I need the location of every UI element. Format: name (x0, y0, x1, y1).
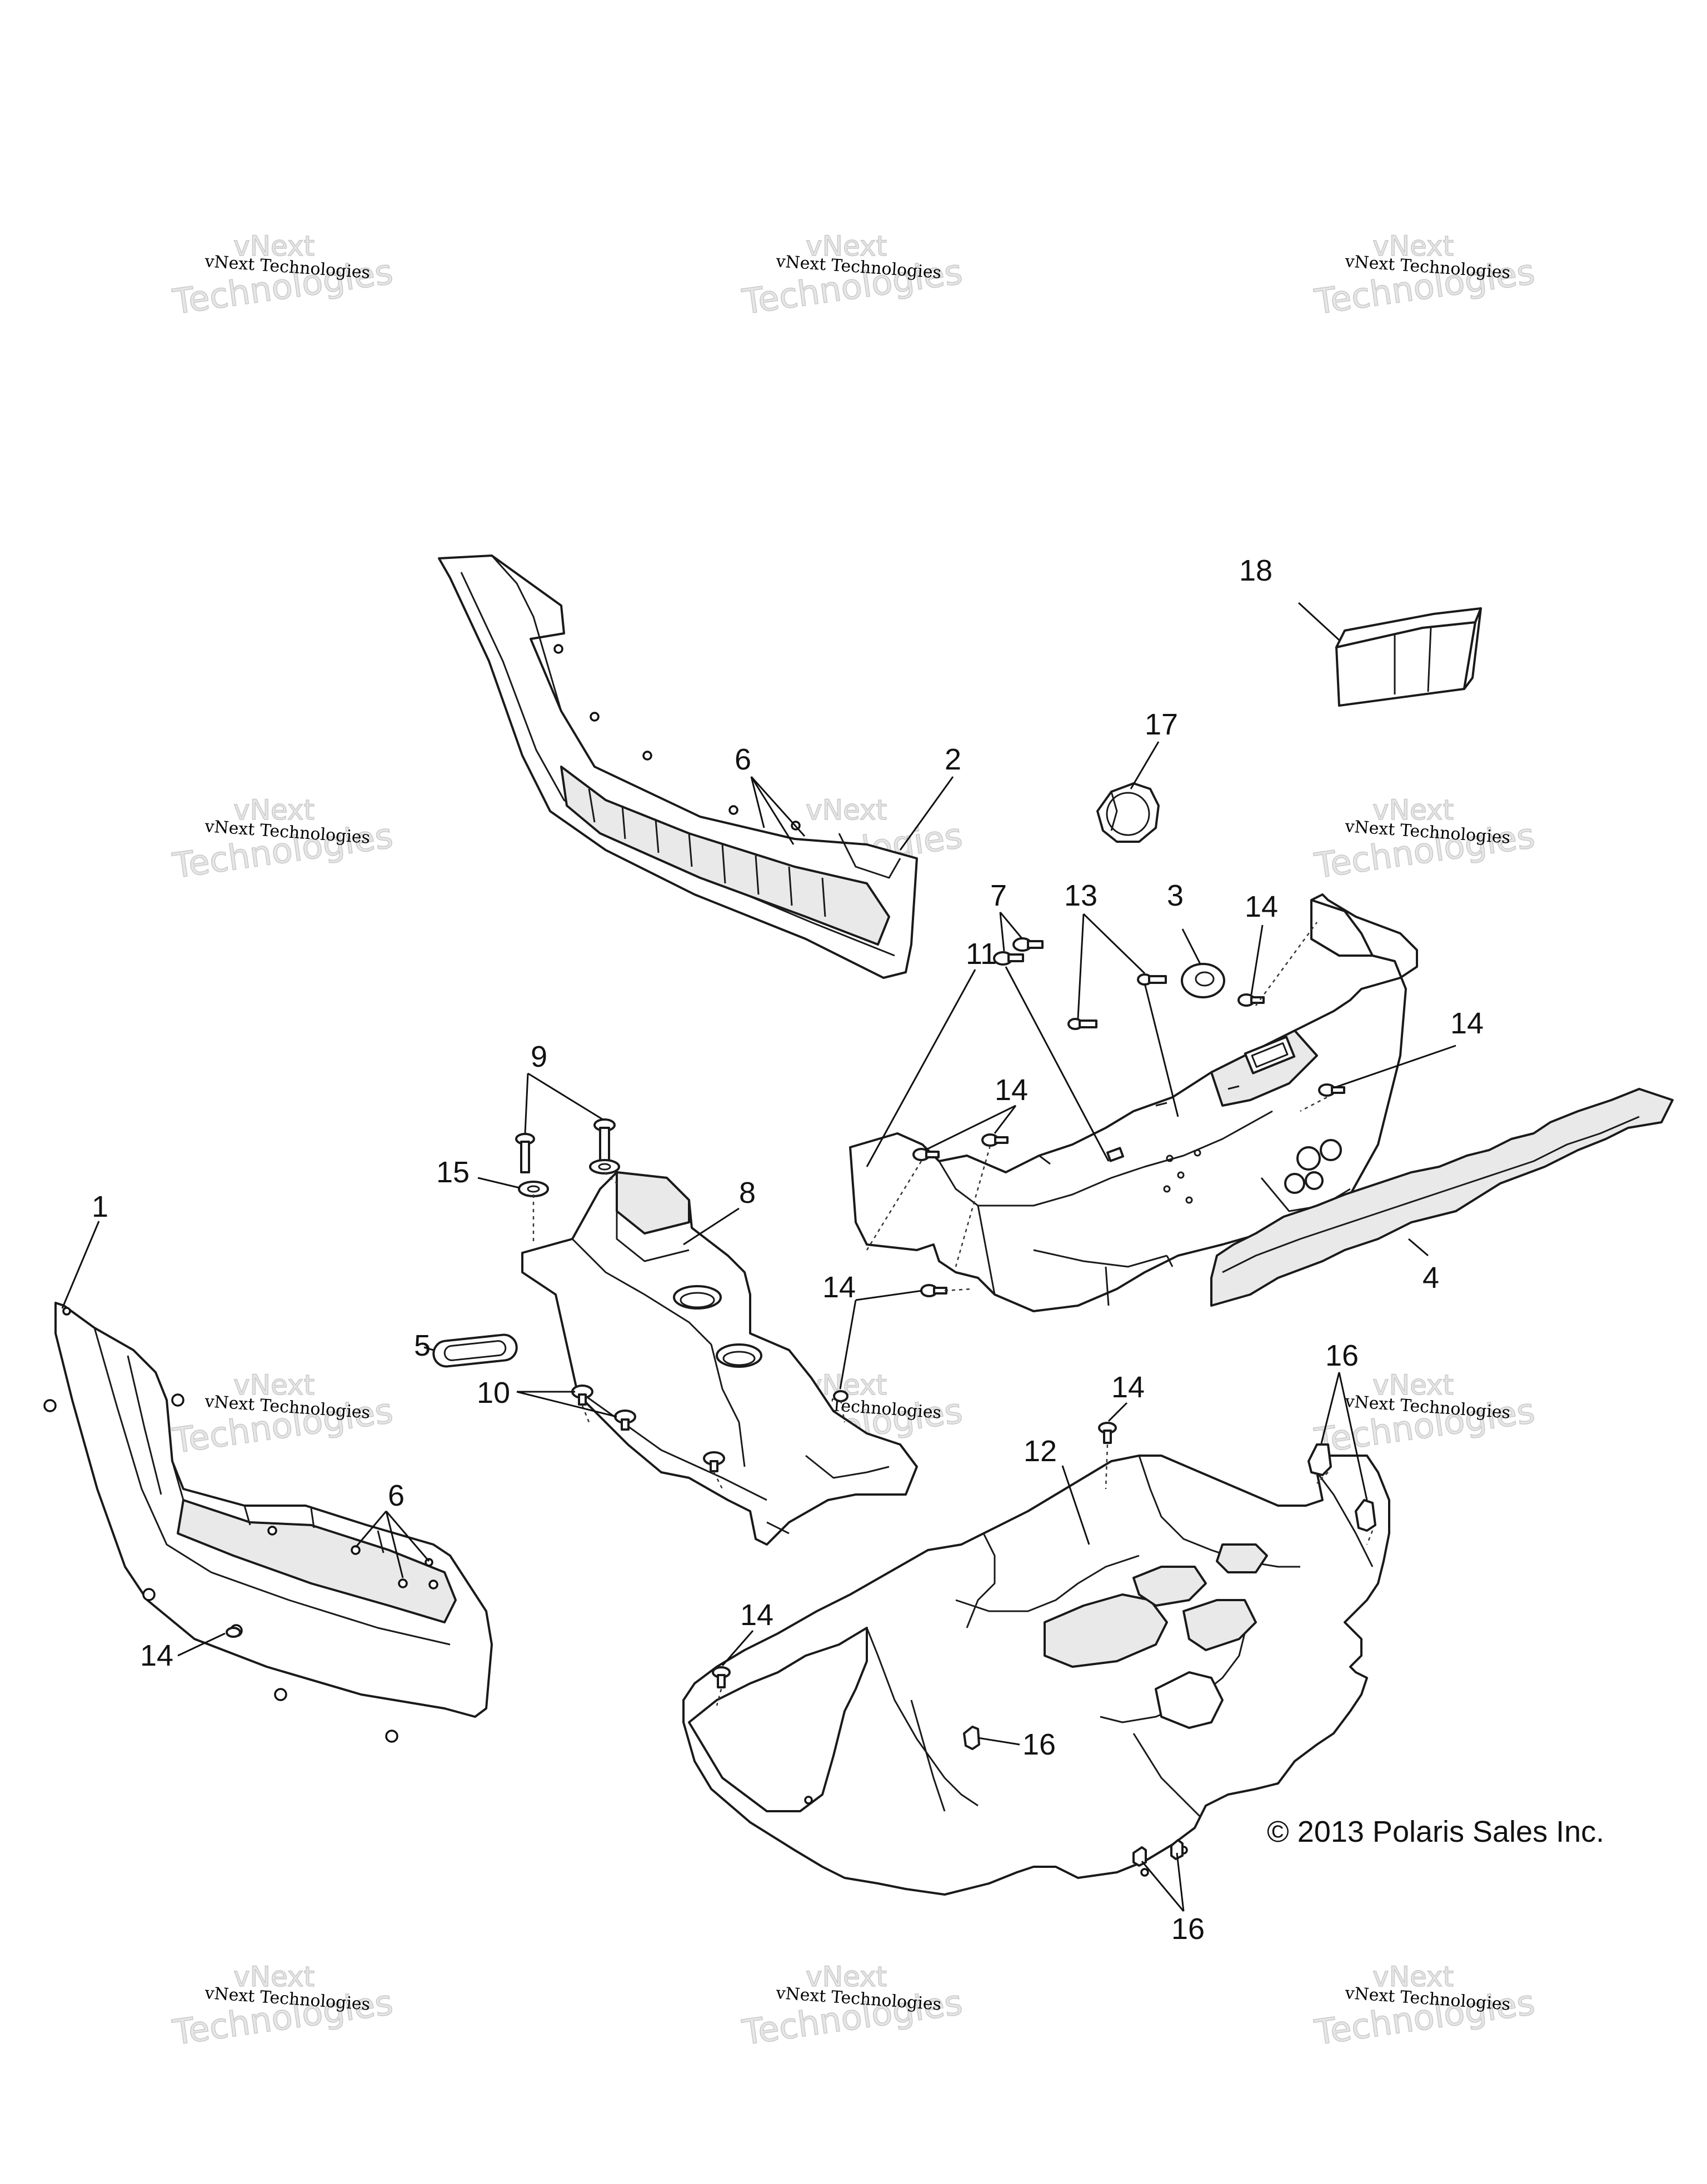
part-18-insulation-block (1335, 607, 1482, 707)
callout-7: 7 (990, 879, 1007, 912)
part-3-spacer (1181, 963, 1225, 998)
svg-text:vNext: vNext (233, 230, 315, 262)
callout-13: 13 (1064, 879, 1097, 912)
callout-14e: 14 (1111, 1371, 1145, 1404)
watermark-bottom-right: vNext Technologies vNext Technologies (1311, 1960, 1538, 2053)
callout-14d: 14 (822, 1271, 856, 1304)
watermark-top-center: vNext Technologies vNext Technologies (739, 229, 965, 322)
watermark-top-right: vNext Technologies vNext Technologies (1311, 229, 1538, 322)
watermark-mid-right: vNext Technologies vNext Technologies (1311, 793, 1538, 886)
svg-text:vNext: vNext (806, 794, 887, 826)
part-9-screws (515, 1118, 620, 1175)
callout-14f: 14 (740, 1598, 773, 1632)
callout-15: 15 (436, 1156, 470, 1189)
watermark-top-left: vNext Technologies vNext Technologies (169, 229, 396, 322)
svg-text:vNext: vNext (233, 794, 315, 826)
watermark-bottom-left: vNext Technologies vNext Technologies (169, 1960, 396, 2053)
svg-text:vNext: vNext (233, 1961, 315, 1993)
part-1-fasteners (43, 1393, 398, 1743)
part-5-gasket (432, 1333, 518, 1368)
leader-lines (61, 602, 1456, 1912)
svg-text:vNext: vNext (233, 1369, 315, 1401)
callout-11: 11 (966, 937, 997, 971)
svg-text:vNext: vNext (806, 1961, 887, 1993)
part-1-rocker-panel-left (54, 1302, 493, 1718)
callout-4: 4 (1422, 1261, 1439, 1295)
callout-16a: 16 (1325, 1339, 1359, 1372)
part-10-push-rivets (571, 1385, 725, 1472)
part-12-floor-pan (682, 1455, 1390, 1896)
part-2-rocker-panel-right (438, 554, 918, 979)
part-17-clamp (1096, 782, 1160, 843)
svg-text:vNext: vNext (1372, 1369, 1454, 1401)
watermark-lower-right: vNext Technologies vNext Technologies (1311, 1368, 1538, 1461)
part-4-heat-shield (1210, 1088, 1674, 1307)
callout-18: 18 (1239, 554, 1272, 587)
svg-text:vNext: vNext (1372, 1961, 1454, 1993)
copyright-notice: © 2013 Polaris Sales Inc. (1267, 1815, 1604, 1848)
callout-1: 1 (92, 1190, 108, 1223)
callout-10: 10 (477, 1376, 510, 1410)
part-14-fasteners (226, 993, 1345, 1688)
callout-6a: 6 (735, 743, 751, 776)
callout-14a: 14 (1245, 890, 1278, 923)
callout-16c: 16 (1171, 1912, 1205, 1946)
part-11-firewall-panel (849, 893, 1418, 1312)
svg-text:vNext: vNext (1372, 230, 1454, 262)
svg-text:vNext: vNext (806, 230, 887, 262)
watermark-lower-left: vNext Technologies vNext Technologies (169, 1368, 396, 1461)
callout-3: 3 (1167, 879, 1184, 912)
callout-14b: 14 (1450, 1007, 1484, 1040)
callout-17: 17 (1145, 708, 1178, 741)
part-15-washer (518, 1181, 549, 1197)
callout-9: 9 (531, 1040, 547, 1073)
callout-2: 2 (945, 743, 961, 776)
callout-labels: 1 2 3 4 5 6 6 7 8 9 10 11 12 13 14 14 14… (92, 554, 1484, 1946)
callout-5: 5 (414, 1329, 431, 1362)
callout-8: 8 (739, 1176, 756, 1210)
watermark-bottom-center: vNext Technologies vNext Technologies (739, 1960, 965, 2053)
callout-12: 12 (1024, 1435, 1057, 1468)
part-13-clips (1067, 973, 1167, 1030)
watermark-mid-left: vNext Technologies vNext Technologies (169, 793, 396, 886)
callout-16b: 16 (1022, 1728, 1056, 1761)
part-7-bolts (993, 937, 1044, 966)
svg-text:vNext: vNext (1372, 794, 1454, 826)
part-16-brackets (963, 1443, 1376, 1867)
callout-14c: 14 (995, 1073, 1028, 1107)
assembly-lines (532, 922, 1374, 1706)
callout-14g: 14 (140, 1639, 173, 1672)
part-8-center-console (521, 1171, 918, 1546)
callout-6b: 6 (388, 1479, 405, 1512)
